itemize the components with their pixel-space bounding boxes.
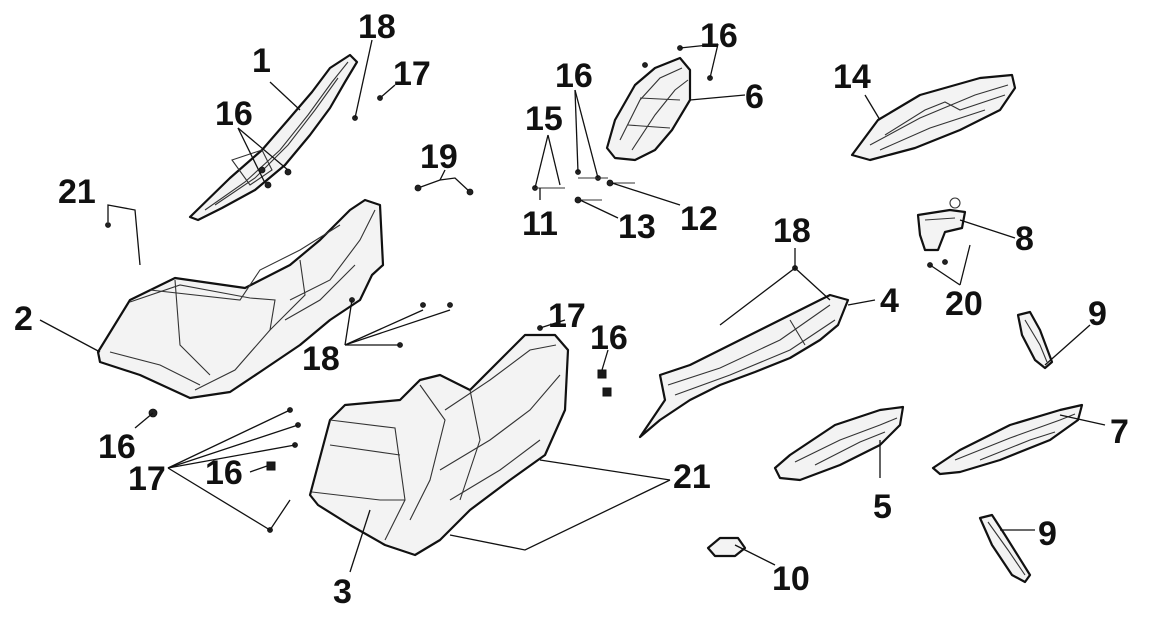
callout-4: 4 (880, 282, 899, 320)
part-14-top-cover (850, 73, 1017, 162)
callout-5: 5 (873, 488, 892, 526)
part-3-right-floor-panel (308, 333, 570, 557)
callout-14: 14 (833, 58, 871, 96)
callout-1: 1 (252, 42, 271, 80)
callout-2: 2 (14, 300, 33, 338)
callout-18-b: 18 (302, 340, 340, 378)
callout-10: 10 (772, 560, 810, 598)
part-8-bracket (916, 197, 967, 252)
callout-15: 15 (525, 100, 563, 138)
callout-17-b: 17 (548, 297, 586, 335)
callout-6: 6 (745, 78, 764, 116)
part-4-side-cover (638, 293, 850, 439)
part-19-hose (414, 177, 474, 196)
part-6-bracket-frame (605, 56, 692, 162)
callout-16-b: 16 (555, 57, 593, 95)
callout-17-c: 17 (128, 460, 166, 498)
part-9-upper-bracket (1016, 310, 1054, 370)
callout-18-a: 18 (358, 8, 396, 46)
callout-16-f: 16 (205, 454, 243, 492)
callout-20: 20 (945, 285, 983, 323)
callout-16-c: 16 (700, 17, 738, 55)
callout-16-e: 16 (98, 428, 136, 466)
callout-11: 11 (522, 205, 558, 243)
callout-9-upper: 9 (1088, 295, 1107, 333)
callout-21-b: 21 (673, 458, 711, 496)
part-10-clip (706, 536, 747, 558)
callout-8: 8 (1015, 220, 1034, 258)
part-1-inner-panel (188, 53, 359, 222)
callout-numbers: 1 2 3 4 5 6 7 8 9 9 10 11 12 13 14 15 16… (14, 8, 1129, 611)
callout-17-a: 17 (393, 55, 431, 93)
callout-19: 19 (420, 138, 458, 176)
part-7-trim-panel (931, 403, 1084, 476)
callout-13: 13 (618, 208, 656, 246)
callout-16-d: 16 (590, 319, 628, 357)
leader-lines (39, 39, 1106, 573)
part-5-trim-panel (773, 405, 905, 482)
part-9-lower-bracket (978, 513, 1032, 584)
callout-3: 3 (333, 573, 352, 611)
callout-16-a: 16 (215, 95, 253, 133)
callout-9-lower: 9 (1038, 515, 1057, 553)
callout-18-c: 18 (773, 212, 811, 250)
part-2-left-floor-panel (96, 198, 385, 400)
callout-21-a: 21 (58, 173, 96, 211)
callout-7: 7 (1110, 413, 1129, 451)
callout-12: 12 (680, 200, 718, 238)
